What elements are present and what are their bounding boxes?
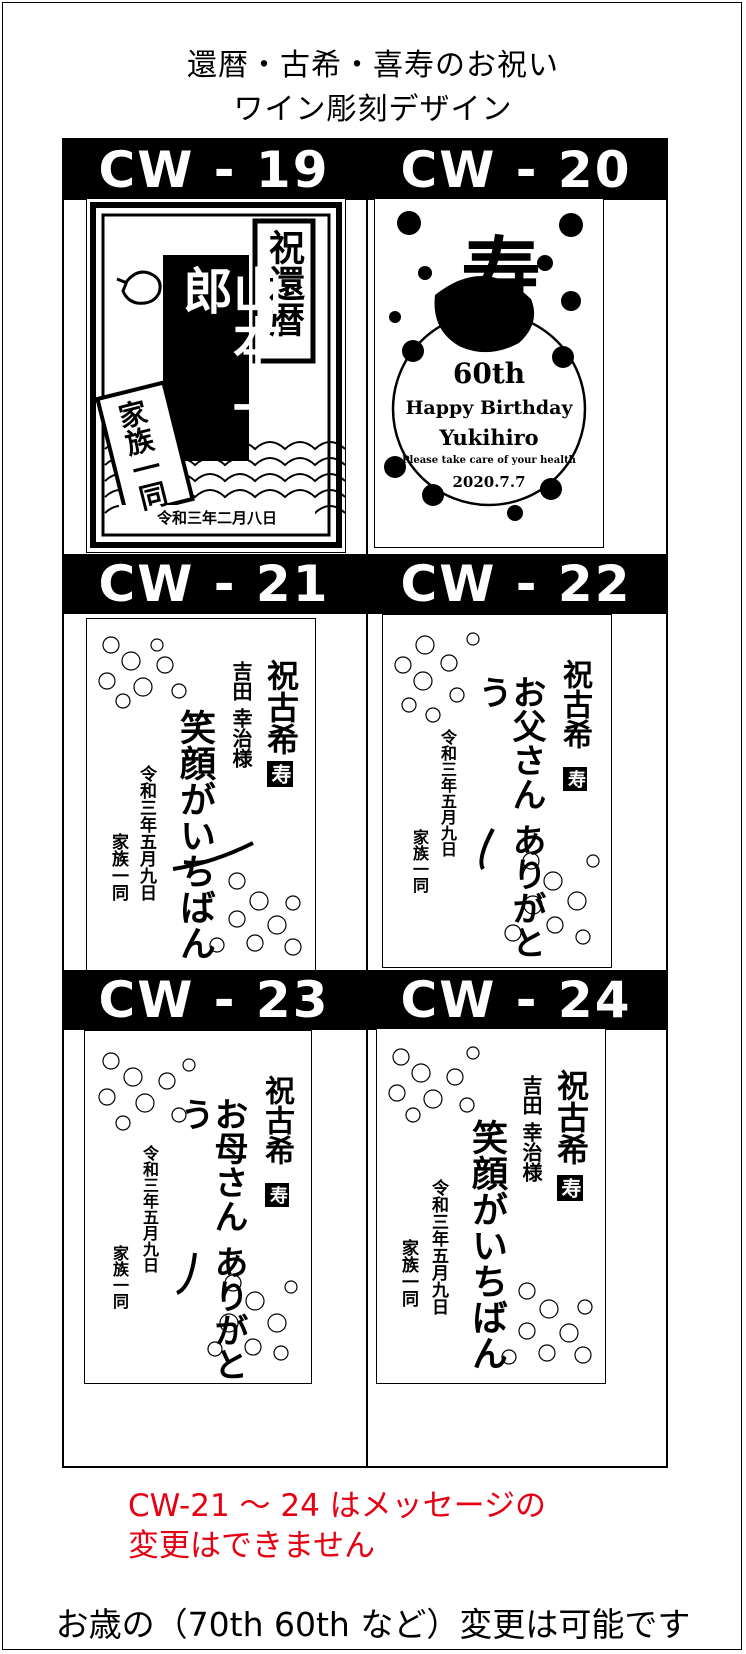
cw19-date-text: 令和三年二月八日 [156,509,277,527]
cw20-message: Please take care of your health [402,455,576,466]
cw21-kotobuki-badge: 寿 [267,761,293,787]
design-code-cw21: CW - 21 [98,555,330,613]
design-grid: CW - 19 CW - 20 祝還暦 山本 一郎 家族一同 [62,138,668,1468]
design-code-cw22: CW - 22 [400,555,632,613]
cw23-iwai-text: 祝古希 [259,1075,294,1165]
cw24-family-text: 家族一同 [398,1239,418,1307]
cw23-sakura-icon [98,1052,298,1361]
design-code-cw23: CW - 23 [98,971,330,1029]
cw24-sakura-icon [388,1046,593,1365]
cw22-family-text: 家族一同 [410,829,429,893]
bird-icon [116,270,162,305]
cw21-date-text: 令和三年五月九日 [136,765,156,901]
code-band-row2: CW - 21 CW - 22 [64,554,666,614]
cw20-date: 2020.7.7 [452,473,526,491]
cw21-family-text: 家族一同 [108,833,128,901]
cw22-kotobuki-badge: 寿 [563,767,587,791]
cw23-phrase-text: お母さん ありがとう [174,1097,248,1381]
bottom-note: お歳の（70th 60th など）変更は可能です [55,1605,691,1644]
page-subtitle: ワイン彫刻デザイン [233,92,513,127]
cw20-artwork [384,211,587,521]
cw20-name: Yukihiro [439,425,539,450]
cw20-kanji: 寿 [461,229,541,322]
cw21-phrase-text: 笑顔がいちばん [174,709,216,961]
cw19-artwork [90,202,345,548]
code-band-row1: CW - 19 CW - 20 [64,140,666,200]
design-cw19[interactable]: 祝還暦 山本 一郎 家族一同 令和三年二月八日 [86,198,346,553]
cw24-date-text: 令和三年五月九日 [428,1179,448,1315]
design-cw24[interactable]: 祝古希 寿 吉田 幸治様 笑顔がいちばん 令和三年五月九日 家族一同 [376,1028,606,1384]
cw19-name-text: 山本 一郎 [175,265,283,433]
cw21-recipient-text: 吉田 幸治様 [229,661,253,768]
design-cw22[interactable]: 祝古希 寿 お父さん ありがとう 令和三年五月九日 家族一同 [382,614,612,968]
code-band-row3: CW - 23 CW - 24 [64,970,666,1030]
cw21-sakura-icon [98,636,302,956]
design-cw20[interactable]: 寿 60th Happy Birthday Yukihiro Please ta… [374,198,604,548]
design-code-cw24: CW - 24 [400,971,632,1029]
cw23-kotobuki-badge: 寿 [265,1183,289,1207]
sakura-icon [384,211,583,521]
cw20-age: 60th [452,357,526,390]
notice-line1: CW-21 ～ 24 はメッセージの [128,1488,547,1524]
cw22-date-text: 令和三年五月九日 [438,729,457,857]
notice-line2: 変更はできません [128,1528,376,1564]
cw24-phrase-text: 笑顔がいちばん [466,1119,508,1371]
page-title: 還暦・古希・喜寿のお祝い [187,48,559,83]
cw24-kotobuki-badge: 寿 [557,1175,583,1201]
cw20-greeting: Happy Birthday [405,397,573,419]
cw24-iwai-text: 祝古希 [552,1069,590,1165]
design-code-cw20: CW - 20 [400,141,632,199]
design-cw21[interactable]: 祝古希 寿 吉田 幸治様 笑顔がいちばん 令和三年五月九日 家族一同 [86,618,316,974]
design-cw23[interactable]: 祝古希 寿 お母さん ありがとう 令和三年五月九日 家族一同 [84,1030,312,1384]
design-code-cw19: CW - 19 [98,141,330,199]
cw23-family-text: 家族一同 [110,1245,129,1309]
cw19-iwai-text: 祝還暦 [263,229,304,337]
cw22-phrase-text: お父さん ありがとう [472,675,546,959]
cw22-sakura-icon [394,632,600,945]
cw24-recipient-text: 吉田 幸治様 [519,1075,543,1182]
cw22-iwai-text: 祝古希 [557,659,592,749]
cw23-date-text: 令和三年五月九日 [140,1145,159,1273]
cw21-iwai-text: 祝古希 [262,659,300,755]
grid-divider [366,140,368,1466]
